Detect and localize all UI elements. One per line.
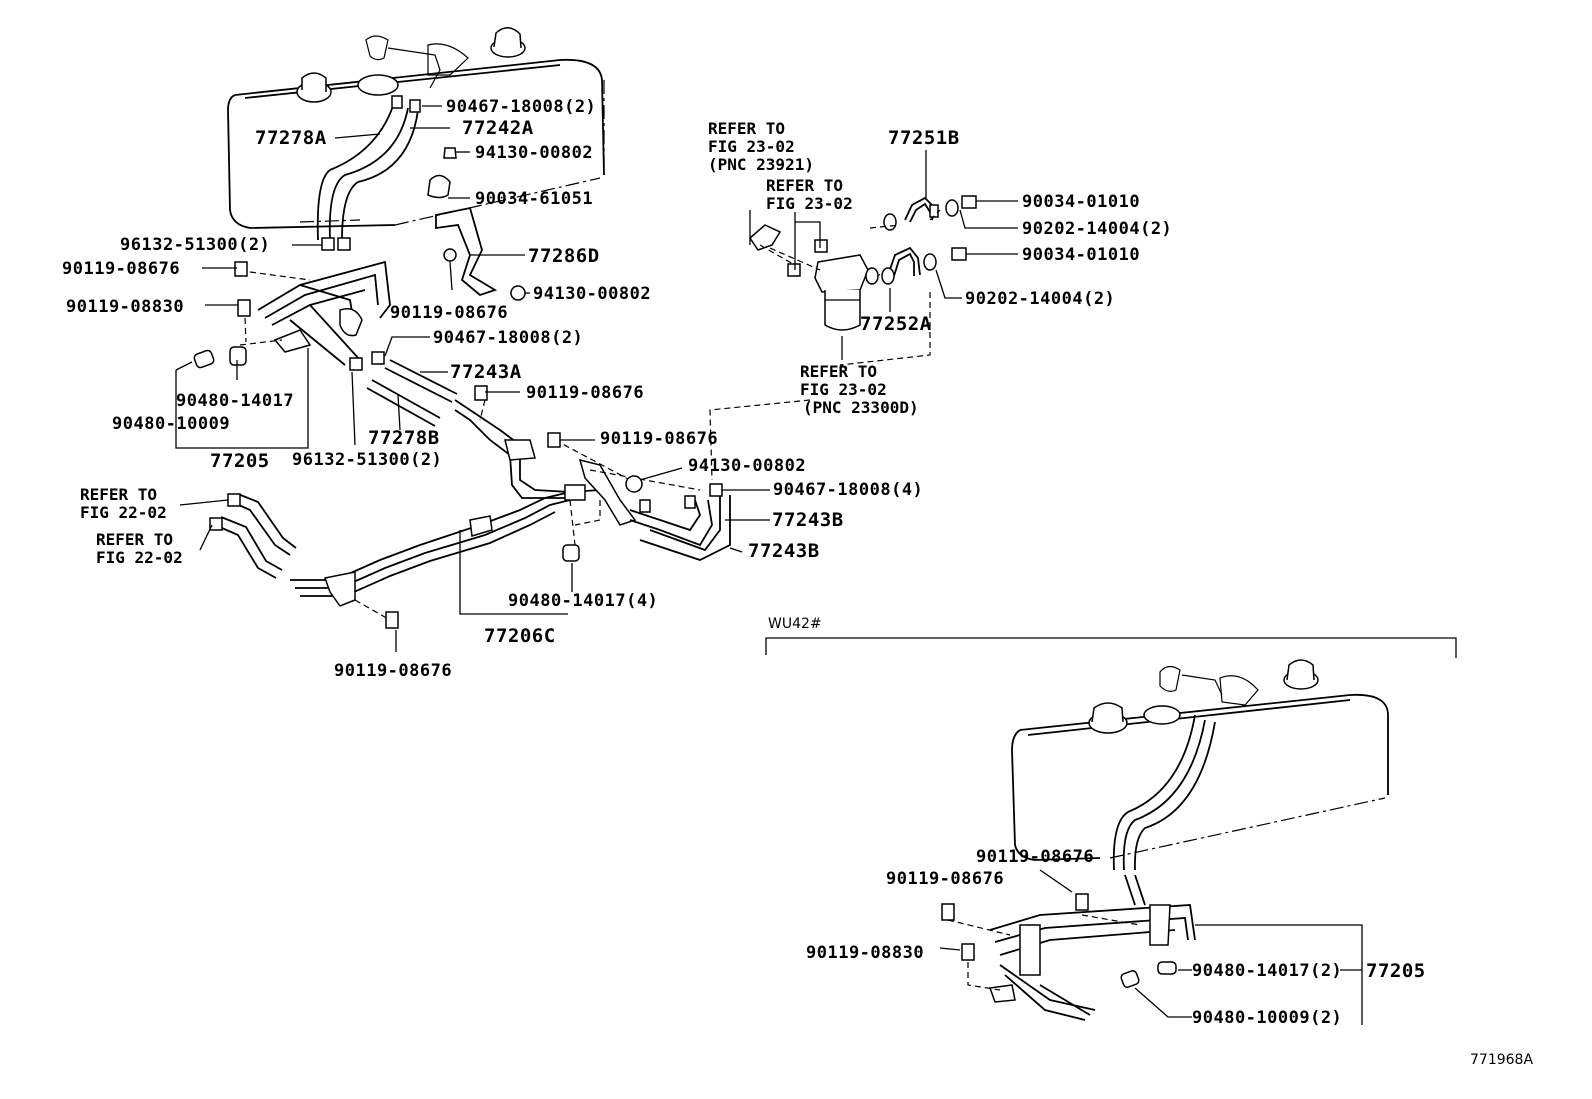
callout-label: 94130-00802 [475, 143, 593, 163]
callout-label: 90467-18008(2) [433, 328, 583, 348]
callout-label: 77278B [368, 427, 440, 449]
refer-label: REFER TO [80, 485, 157, 504]
callout-label: 90202-14004(2) [965, 289, 1115, 309]
tube-assembly-77205 [257, 260, 391, 366]
callout-label: 90119-08830 [66, 297, 184, 317]
callout-label: 77252A [860, 313, 932, 335]
variant-label: WU42# [768, 616, 822, 632]
refer-label: FIG 22-02 [96, 548, 183, 567]
fuel-filter-77252A [814, 254, 869, 331]
callout-label: 90034-01010 [1022, 245, 1140, 265]
bolt-icon [941, 903, 955, 921]
clip [391, 95, 403, 109]
callout-label: 90119-08830 [806, 943, 924, 963]
bolt-icon [961, 195, 977, 209]
callout-label: 90467-18008(2) [446, 97, 596, 117]
reference-notes: REFER TO FIG 23-02 (PNC 23921) REFER TO … [80, 119, 919, 567]
grommet-icon [193, 349, 215, 369]
grommet-icon [1157, 961, 1177, 975]
refer-label: REFER TO [96, 530, 173, 549]
bolt-icon [234, 261, 248, 277]
grommet-icon [562, 544, 580, 562]
diagram-code: 771968A [1470, 1052, 1533, 1068]
bolt-icon [951, 247, 967, 261]
clip [337, 237, 351, 251]
callout-label: 90119-08676 [62, 259, 180, 279]
callout-label: 90480-14017(2) [1192, 961, 1342, 981]
hose-refer-22-02 [209, 493, 297, 579]
tube-77252A [887, 246, 921, 276]
callout-label: 90480-14017(4) [508, 591, 658, 611]
callout-label: 90034-01010 [1022, 192, 1140, 212]
callout-label: 96132-51300(2) [292, 450, 442, 470]
callout-label: 90480-10009 [112, 414, 230, 434]
callout-label: 90119-08676 [886, 869, 1004, 889]
callout-label: 77251B [888, 127, 960, 149]
callout-label: 94130-00802 [688, 456, 806, 476]
callout-label: 90467-18008(4) [773, 480, 923, 500]
clip [321, 237, 335, 251]
refer-label: FIG 23-02 [708, 137, 795, 156]
callout-label: 77243A [450, 361, 522, 383]
wu42-callouts: WU42# 90119-08676 90119-08676 90119-0883… [768, 616, 1426, 1028]
refer-label: (PNC 23300D) [803, 398, 919, 417]
bolt-icon [474, 385, 488, 401]
hose-77243A [349, 351, 458, 427]
callout-label: 90119-08676 [390, 303, 508, 323]
leader-lines-wu42 [939, 869, 1363, 1025]
refer-label: FIG 23-02 [766, 194, 853, 213]
washer-icon [923, 253, 937, 271]
part-callouts: 90467-18008(2) 77242A 77278A 94130-00802… [62, 97, 1172, 681]
clip [409, 99, 421, 113]
callout-label: 90119-08676 [526, 383, 644, 403]
callout-label: 90034-61051 [475, 189, 593, 209]
callout-label: 90480-10009(2) [1192, 1008, 1342, 1028]
callout-label: 90119-08676 [976, 847, 1094, 867]
fuel-tank-wu42 [1011, 659, 1389, 861]
leader-lines [175, 105, 1018, 652]
refer-label: (PNC 23921) [708, 155, 814, 174]
callout-label: 77278A [255, 127, 327, 149]
tube-wu42 [988, 714, 1216, 1021]
callout-label: 77205 [1366, 960, 1426, 982]
callout-label: 77206C [484, 625, 556, 647]
refer-label: REFER TO [800, 362, 877, 381]
bolt-icon [787, 263, 801, 277]
grommet-icon [229, 346, 247, 366]
tube-77206C [290, 399, 637, 607]
callout-label: 77243B [748, 540, 820, 562]
refer-label: REFER TO [766, 176, 843, 195]
bracket-77286D [427, 147, 526, 301]
refer-label: FIG 23-02 [800, 380, 887, 399]
callout-label: 94130-00802 [533, 284, 651, 304]
bolt-icon [814, 239, 828, 253]
refer-label: FIG 22-02 [80, 503, 167, 522]
hose-77243B [629, 483, 731, 561]
callout-label: 77286D [528, 245, 600, 267]
bracket-icon [749, 224, 782, 251]
bolt-icon [547, 432, 561, 448]
callout-label: 77242A [462, 117, 534, 139]
bolt-icon [961, 943, 975, 961]
callout-label: 90119-08676 [600, 429, 718, 449]
refer-label: REFER TO [708, 119, 785, 138]
callout-label: 96132-51300(2) [120, 235, 270, 255]
bolt-icon [1075, 893, 1089, 911]
callout-label: 90202-14004(2) [1022, 219, 1172, 239]
tube-77278A [316, 99, 419, 241]
bolt-icon [237, 299, 251, 317]
callout-label: 77205 [210, 450, 270, 472]
fuel-tank-main [227, 27, 605, 229]
variant-bracket-line [765, 637, 1457, 658]
bolt-icon [385, 611, 399, 629]
nut-icon [625, 475, 643, 493]
callout-label: 90480-14017 [176, 391, 294, 411]
callout-label: 90119-08676 [334, 661, 452, 681]
washer-icon [945, 199, 959, 217]
callout-label: 77243B [772, 509, 844, 531]
grommet-icon [1120, 970, 1140, 988]
